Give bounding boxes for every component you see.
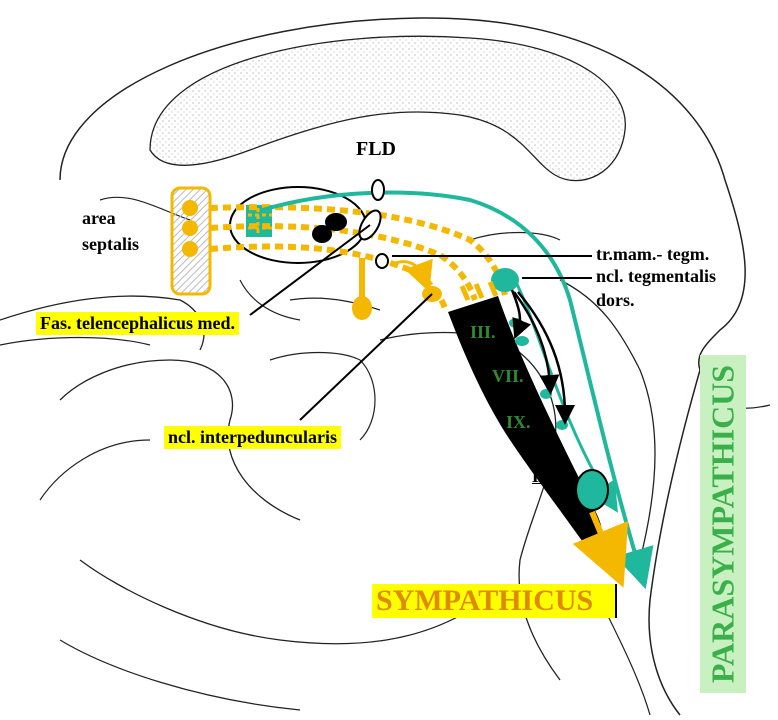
label-tr-mam-tegm: tr.mam.- tegm. [596,244,709,265]
label-cn-iii: III. [470,322,496,343]
label-ncl-interpeduncularis: ncl. interpeduncularis [164,426,341,449]
label-parasympathicus: PARASYMPATHICUS [705,365,742,683]
label-ncl-tegmentalis-1: ncl. tegmentalis [596,266,716,287]
label-ncl-tegmentalis-2: dors. [596,290,635,311]
label-area-septalis-1: area [82,208,116,229]
label-cn-vii: VII. [492,366,524,387]
fld-marker [372,180,384,200]
label-fas-telencephalicus: Fas. telencephalicus med. [36,312,239,335]
label-fr: FR [532,466,556,487]
label-cn-ix: IX. [506,412,531,433]
label-sympathicus: SYMPATHICUS [376,584,593,618]
fr-nucleus [576,470,608,510]
label-fld: FLD [356,138,396,161]
brainstem-outline [649,370,700,715]
label-area-septalis-2: septalis [82,234,139,255]
